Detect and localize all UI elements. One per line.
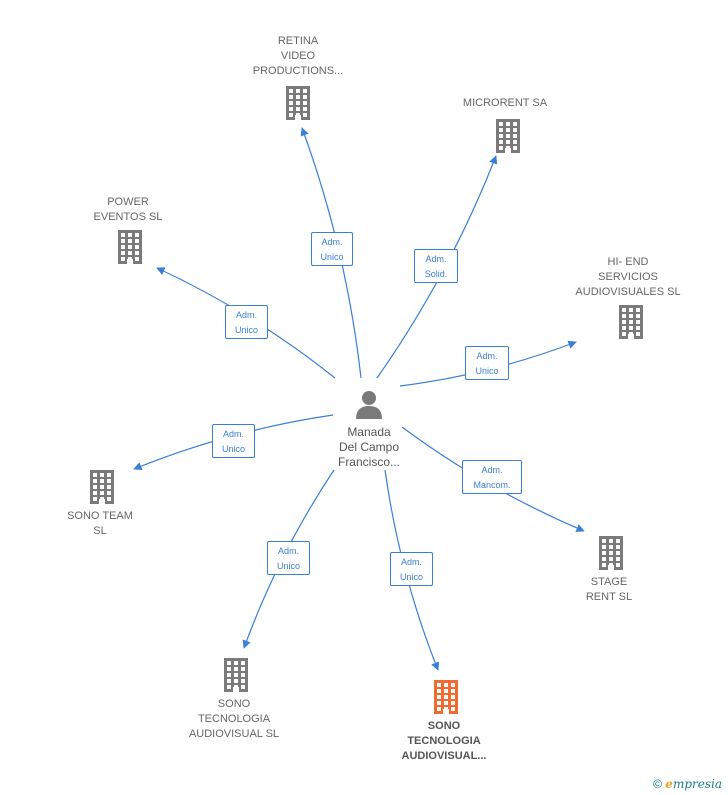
person-icon[interactable] [353, 388, 385, 420]
company-label-hiend[interactable]: HI- END SERVICIOS AUDIOVISUALES SL [575, 256, 681, 298]
footer-brand: © empresia [653, 777, 722, 791]
edge-label-sonoteam[interactable]: Adm. Unico [212, 424, 255, 458]
retina-building-icon[interactable] [285, 86, 311, 125]
sonotec1-building-icon[interactable] [223, 658, 249, 697]
copyright-symbol: © [653, 777, 662, 791]
sonoteam-building-icon[interactable] [89, 470, 115, 509]
sonotec2-building-icon[interactable] [433, 680, 459, 719]
company-label-microrent[interactable]: MICRORENT SA [462, 97, 548, 109]
microrent-building-icon[interactable] [495, 119, 521, 158]
center-person-label[interactable]: Manada Del Campo Francisco... [337, 425, 400, 469]
edge-label-retina[interactable]: Adm. Unico [311, 232, 353, 266]
edge-label-stage[interactable]: Adm. Mancom. [462, 460, 522, 494]
empresia-logo: empresia [665, 777, 722, 791]
power-building-icon[interactable] [117, 230, 143, 269]
company-label-power[interactable]: POWER EVENTOS SL [93, 196, 163, 223]
edge-label-sonotec2[interactable]: Adm. Unico [390, 552, 433, 586]
stage-building-icon[interactable] [598, 536, 624, 575]
company-label-stage[interactable]: STAGE RENT SL [585, 576, 633, 603]
edge-label-microrent[interactable]: Adm. Solid. [414, 249, 458, 283]
company-label-sonotec2[interactable]: SONO TECNOLOGIA AUDIOVISUAL... [401, 720, 487, 762]
hiend-building-icon[interactable] [618, 305, 644, 344]
company-label-sonotec1[interactable]: SONO TECNOLOGIA AUDIOVISUAL SL [188, 698, 280, 740]
company-label-sonoteam[interactable]: SONO TEAM SL [67, 510, 133, 537]
company-label-retina[interactable]: RETINA VIDEO PRODUCTIONS... [252, 35, 344, 77]
edge-label-power[interactable]: Adm. Unico [225, 305, 268, 339]
edge-label-sonotec1[interactable]: Adm. Unico [267, 541, 310, 575]
edge-label-hiend[interactable]: Adm. Unico [465, 346, 509, 380]
